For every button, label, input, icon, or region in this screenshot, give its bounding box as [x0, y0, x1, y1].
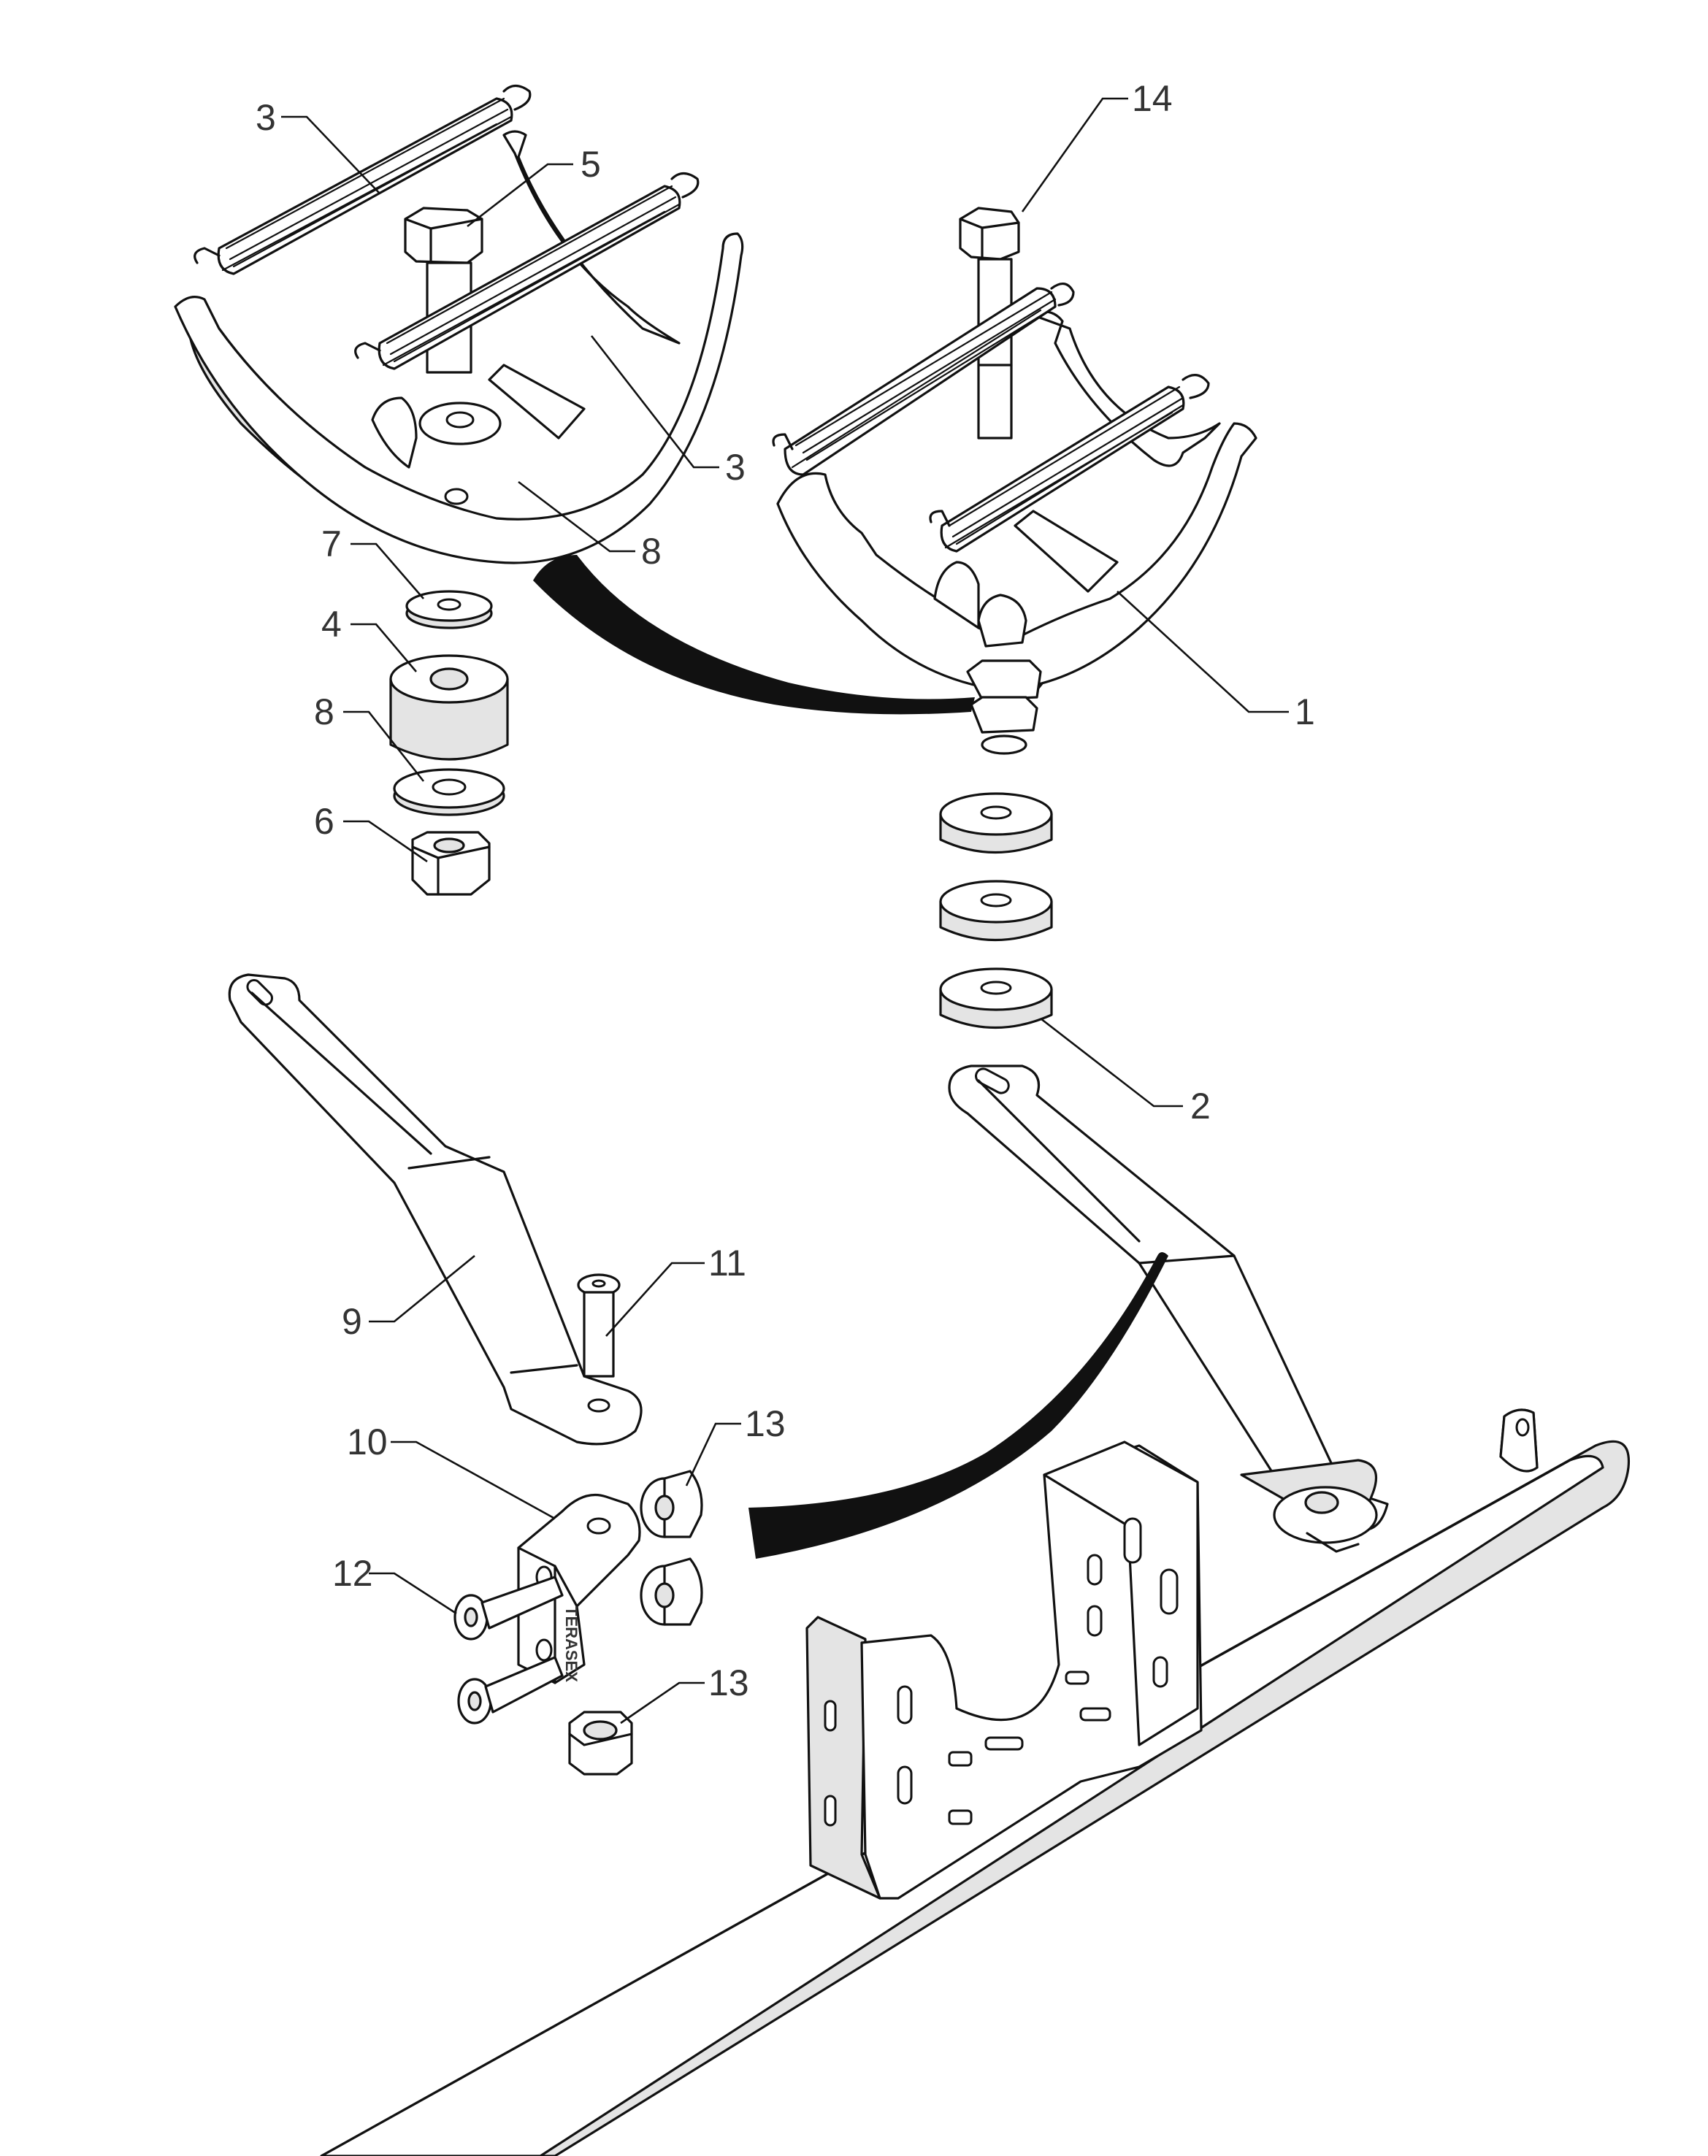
- left-spring-a: [194, 84, 532, 275]
- callout-4: 4: [321, 604, 342, 645]
- nut-13-lower: [568, 1711, 633, 1776]
- callout-1: 1: [1295, 691, 1315, 732]
- callout-13-upper: 13: [745, 1403, 786, 1444]
- callout-5: 5: [581, 144, 601, 185]
- washer-7: [405, 590, 493, 629]
- callout-14: 14: [1132, 78, 1173, 119]
- right-spring-a: [772, 283, 1075, 476]
- right-mount-arm: [948, 1064, 1389, 1553]
- callout-6: 6: [314, 801, 334, 842]
- tube-clamp-plate: [805, 1440, 1203, 1900]
- assembly-arrow-lower: [748, 1252, 1168, 1559]
- bracket-marking: TERASEX: [562, 1606, 581, 1682]
- right-spring-b: [929, 374, 1210, 553]
- bolt-12-lower: [457, 1656, 564, 1725]
- callout-2: 2: [1190, 1086, 1211, 1127]
- callout-12: 12: [332, 1553, 373, 1594]
- callout-7: 7: [321, 523, 342, 564]
- callout-numbers: 3 5 14 3 8 7 4 8 6 1 2 11 9 10 13 12 13: [256, 78, 1315, 1703]
- clamp-slots: [824, 1517, 1179, 1827]
- nut-13-upper: [640, 1470, 703, 1538]
- nut-6: [411, 831, 491, 896]
- washer-8-lower: [393, 768, 505, 816]
- mount-arm-9: [228, 973, 643, 1446]
- callout-9: 9: [342, 1301, 362, 1342]
- callout-8-upper: 8: [641, 531, 662, 572]
- callout-10: 10: [347, 1422, 388, 1462]
- right-strap-clamp: [772, 207, 1257, 755]
- callout-11: 11: [708, 1243, 746, 1284]
- callout-13-lower: 13: [708, 1662, 749, 1703]
- callout-3-right: 3: [725, 447, 746, 488]
- leader-lines: [281, 97, 1289, 1725]
- spacer-2-stack: [939, 792, 1053, 1029]
- nut-13-middle: [640, 1557, 703, 1626]
- callout-8-lower: 8: [314, 691, 334, 732]
- bracket-10: TERASEX: [517, 1493, 641, 1684]
- left-spring-b: [354, 172, 700, 370]
- assembly-arrow-upper: [533, 555, 975, 715]
- bolt-12-upper: [453, 1576, 564, 1641]
- pin-11: [577, 1273, 621, 1378]
- bushing-4: [389, 654, 509, 761]
- callout-3-top: 3: [256, 97, 276, 138]
- left-strap-clamp: [174, 84, 744, 564]
